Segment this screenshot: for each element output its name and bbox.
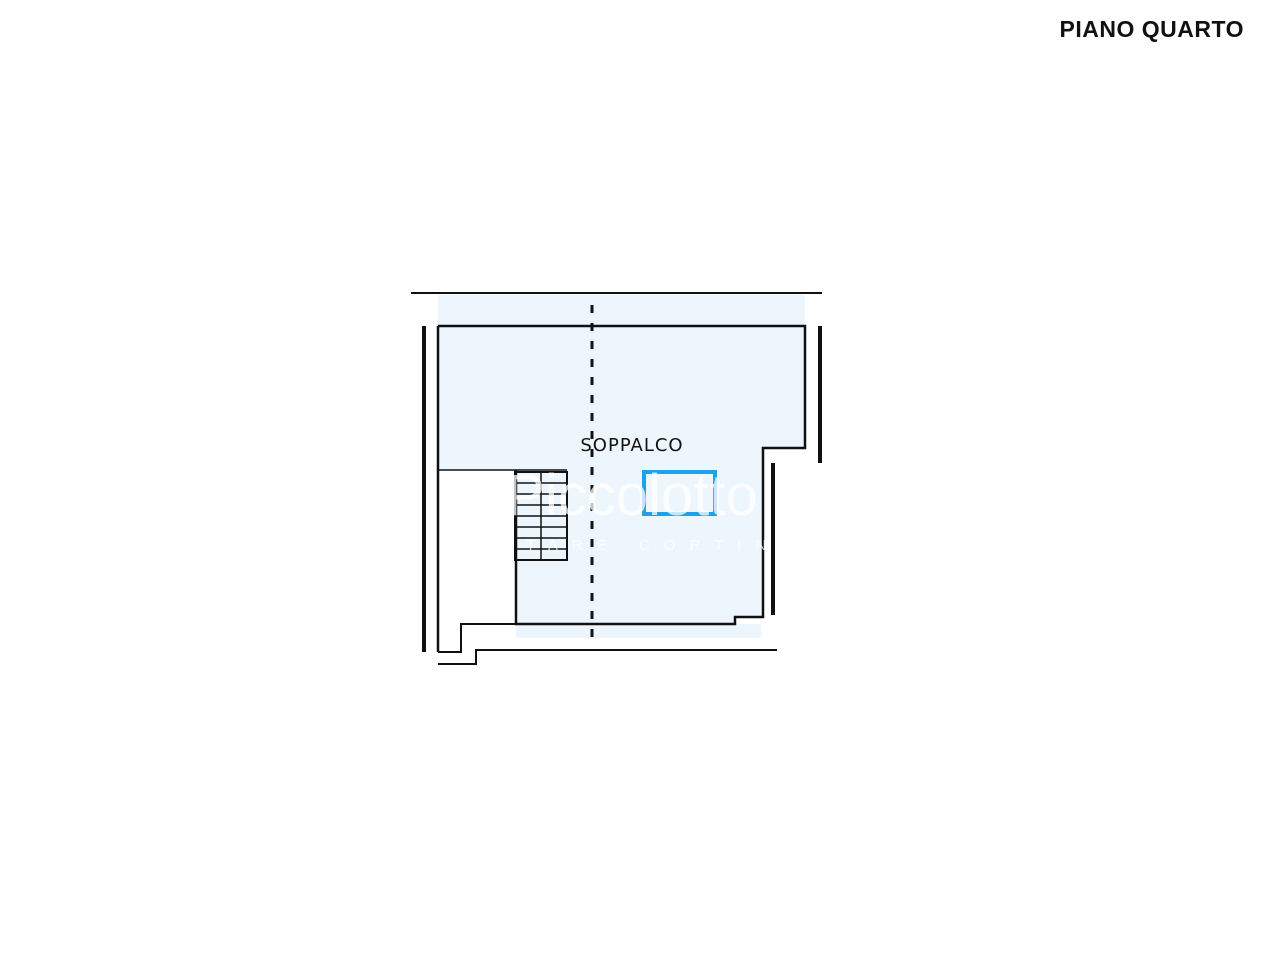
watermark-tagline: ABITARE CORTINA [460,537,804,554]
staircase [514,471,568,561]
watermark-brand: Piccolotto [506,463,757,528]
floor-title: PIANO QUARTO [1059,16,1244,42]
floor-area-bottom-band [516,624,761,638]
skylight-highlight [642,470,717,516]
room-label-soppalco: SOPPALCO [580,435,683,456]
walls [411,292,822,665]
floor-area-top-band [438,295,805,326]
